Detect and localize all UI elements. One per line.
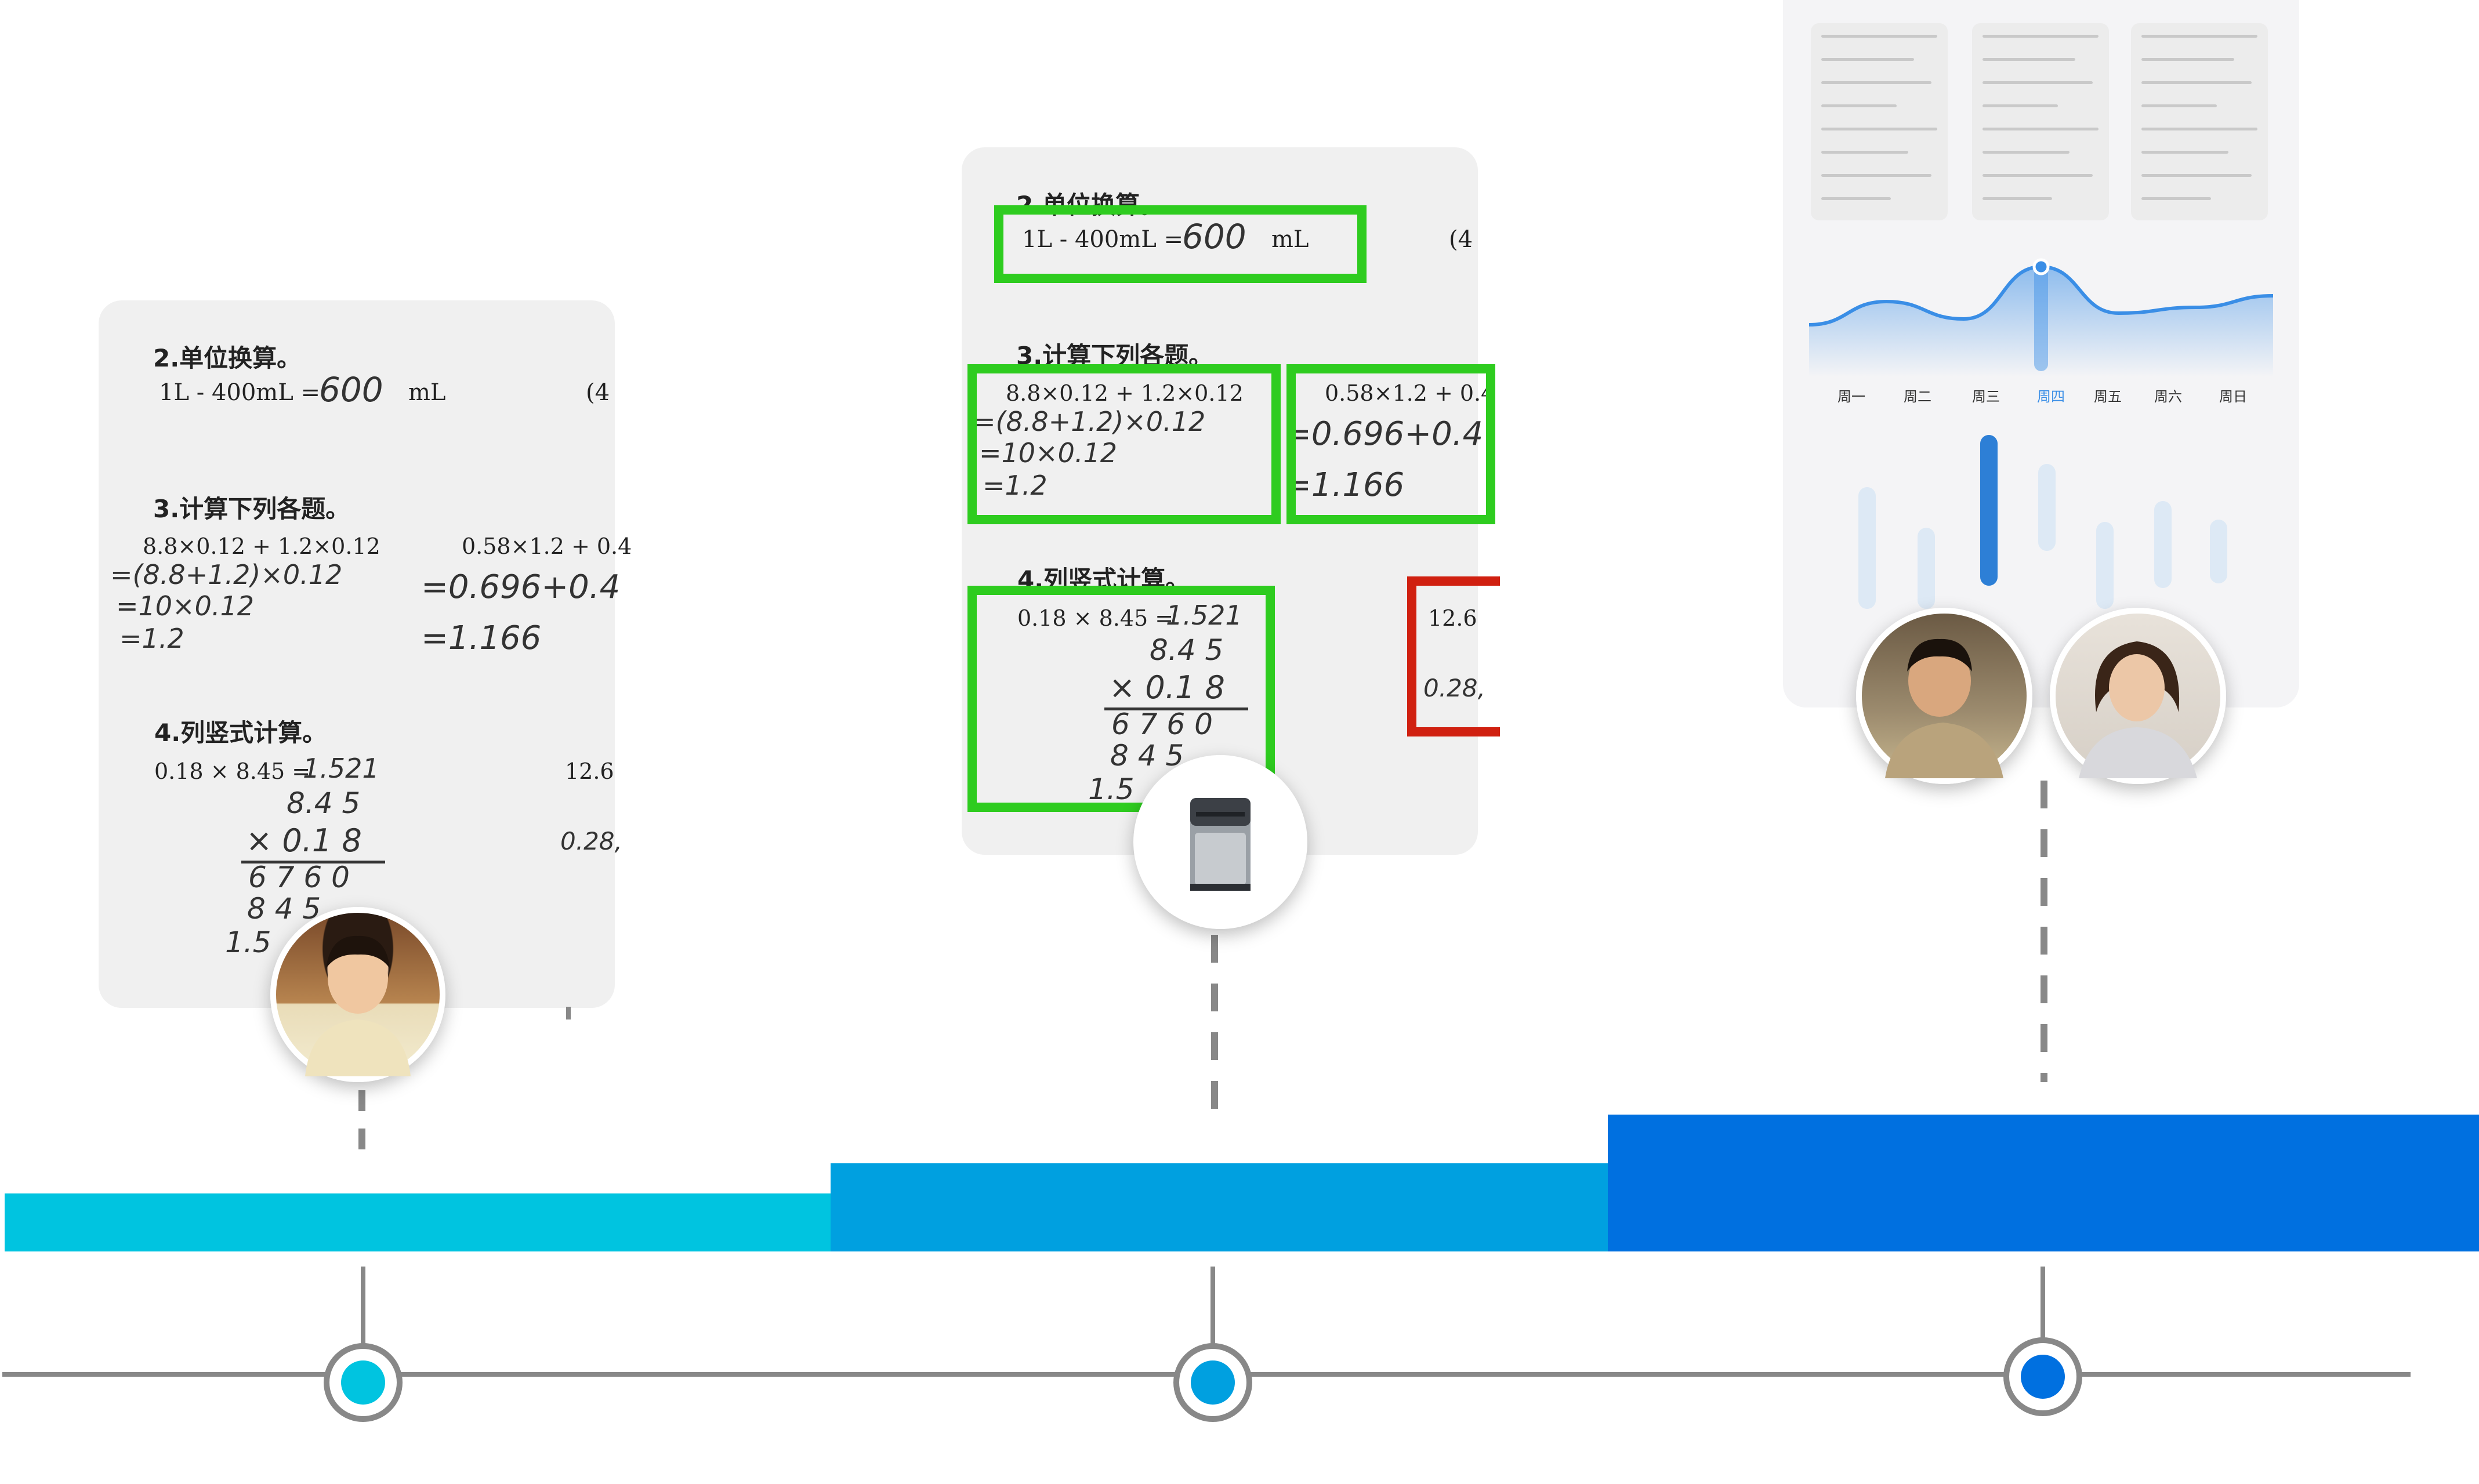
- report-thumbnail-1: [1811, 23, 1948, 220]
- q4a-problem: 0.18 × 8.45 =: [1017, 605, 1174, 631]
- child-photo-icon: [305, 935, 411, 1076]
- day-label-sun: 周日: [2219, 389, 2247, 405]
- q3b-problem: 0.58×1.2 + 0.4: [462, 534, 632, 559]
- q3b-step-2: =1.166: [421, 619, 542, 657]
- stage-bar-2: [831, 1163, 1610, 1251]
- day-label-sat: 周六: [2154, 389, 2182, 405]
- q2-expression: 1L - 400mL =: [159, 379, 321, 406]
- q4-vertical-line-4: 8 4 5: [1110, 739, 1184, 772]
- highlight-guide: [2034, 267, 2048, 371]
- report-thumbnail-2: [1972, 23, 2109, 220]
- timeline-node-3: [2003, 1337, 2082, 1416]
- bar-fri: [2038, 464, 2056, 551]
- q4-vertical-line-2: × 0.1 8: [246, 822, 362, 859]
- q3a-problem: 8.8×0.12 + 1.2×0.12: [143, 534, 380, 559]
- q4-vertical-line-2: × 0.1 8: [1109, 669, 1225, 706]
- avatar-child: [270, 907, 445, 1082]
- q4b-problem: 12.6: [1428, 605, 1477, 631]
- q4b-step-1: 0.28,: [1423, 674, 1485, 702]
- q4-vertical-rule: [241, 861, 385, 863]
- report-card: 周一 周二 周三 周四 周五 周六 周日: [1783, 0, 2299, 707]
- worksheet-card-2: 2.单位换算。 1L - 400mL = 600 mL (4 3.计算下列各题。…: [962, 147, 1500, 855]
- correct-box-q2: [994, 205, 1367, 283]
- worksheet-card-1: 2.单位换算。 1L - 400mL = 600 mL (4 3.计算下列各题。…: [99, 300, 632, 1008]
- correct-box-q3b: [1286, 364, 1495, 524]
- q4-vertical-line-1: 8.4 5: [1150, 633, 1224, 667]
- connector-2: [1210, 1267, 1215, 1347]
- day-label-tue: 周二: [1904, 389, 1931, 405]
- bar-sun: [2154, 501, 2172, 588]
- report-thumbnail-3: [2131, 23, 2268, 220]
- man-photo-icon: [1885, 638, 2003, 778]
- q2-answer: 600: [1182, 217, 1246, 256]
- q4-vertical-line-5: 1.5: [225, 926, 271, 959]
- bar-wed-thu: [1980, 435, 1998, 586]
- q3a-step-3: =1.2: [983, 470, 1048, 501]
- weekly-area-chart: [1808, 258, 2274, 377]
- dashed-leader-1: [358, 1090, 365, 1166]
- stage-bar-3: [1608, 1115, 2479, 1251]
- highlight-point: [2032, 258, 2050, 275]
- woman-photo-icon: [2079, 641, 2197, 778]
- q3b-step-1: =0.696+0.4: [1284, 415, 1484, 453]
- day-label-mon: 周一: [1837, 389, 1865, 405]
- q4-heading: 4.列竖式计算。: [154, 719, 327, 747]
- q3b-step-2: =1.166: [1284, 466, 1405, 504]
- bar-tue: [1918, 528, 1935, 609]
- q2-unit: mL: [408, 379, 446, 406]
- day-label-fri: 周五: [2094, 389, 2122, 405]
- card-1-edge-mark: [566, 1007, 571, 1019]
- q3b-problem: 0.58×1.2 + 0.4: [1325, 380, 1495, 406]
- dashed-leader-3: [2041, 781, 2047, 1082]
- q4-vertical-line-5: 1.5: [1088, 772, 1135, 806]
- q2-expression: 1L - 400mL =: [1022, 226, 1184, 253]
- q4b-step-1: 0.28,: [560, 827, 622, 855]
- connector-1: [361, 1267, 365, 1347]
- q3a-step-3: =1.2: [119, 623, 184, 654]
- q3a-step-1: =(8.8+1.2)×0.12: [110, 559, 343, 590]
- avatar-woman: [2050, 608, 2226, 784]
- connector-3: [2041, 1267, 2045, 1347]
- timeline-node-2: [1173, 1343, 1252, 1422]
- day-label-thu: 周四: [2037, 389, 2065, 405]
- area-fill: [1809, 267, 2273, 377]
- q4-vertical-rule: [1104, 707, 1248, 710]
- q2-heading: 2.单位换算。: [153, 344, 302, 372]
- printer-device-icon: [1190, 798, 1251, 891]
- q2-unit: mL: [1271, 226, 1309, 253]
- q4-vertical-line-1: 8.4 5: [287, 786, 361, 820]
- timeline-node-3-dot: [2021, 1355, 2065, 1399]
- q4a-answer: 1.521: [1166, 600, 1242, 631]
- correct-box-q3a: [967, 364, 1281, 524]
- q2-cut-text: (4: [586, 379, 610, 406]
- bar-mon: [1858, 487, 1876, 609]
- q3b-step-1: =0.696+0.4: [421, 568, 621, 606]
- q2-answer: 600: [319, 370, 383, 409]
- dashed-leader-2: [1211, 935, 1218, 1120]
- q3a-step-2: =10×0.12: [979, 437, 1118, 469]
- wrong-box-q4b: [1407, 576, 1500, 736]
- q4a-answer: 1.521: [303, 753, 379, 784]
- day-label-wed: 周三: [1972, 389, 2000, 405]
- q3a-step-2: =10×0.12: [116, 590, 255, 622]
- q4-vertical-line-4: 8 4 5: [247, 892, 321, 926]
- q4b-problem: 12.6: [565, 759, 614, 784]
- q3a-problem: 8.8×0.12 + 1.2×0.12: [1006, 380, 1244, 406]
- q2-cut-text: (4: [1449, 226, 1473, 253]
- bar-sat: [2096, 522, 2114, 609]
- device-avatar: [1133, 755, 1307, 929]
- q4-vertical-line-3: 6 7 6 0: [1111, 707, 1213, 741]
- stage-bar-1: [5, 1193, 833, 1251]
- q3-heading: 3.计算下列各题。: [153, 495, 350, 523]
- q3a-step-1: =(8.8+1.2)×0.12: [973, 406, 1206, 437]
- timeline-node-1: [324, 1343, 403, 1422]
- q4a-problem: 0.18 × 8.45 =: [154, 759, 311, 784]
- timeline-node-2-dot: [1191, 1360, 1235, 1405]
- bar-extra: [2210, 520, 2227, 583]
- avatar-man: [1856, 608, 2032, 784]
- q4-vertical-line-3: 6 7 6 0: [248, 861, 350, 894]
- timeline-node-1-dot: [341, 1360, 385, 1405]
